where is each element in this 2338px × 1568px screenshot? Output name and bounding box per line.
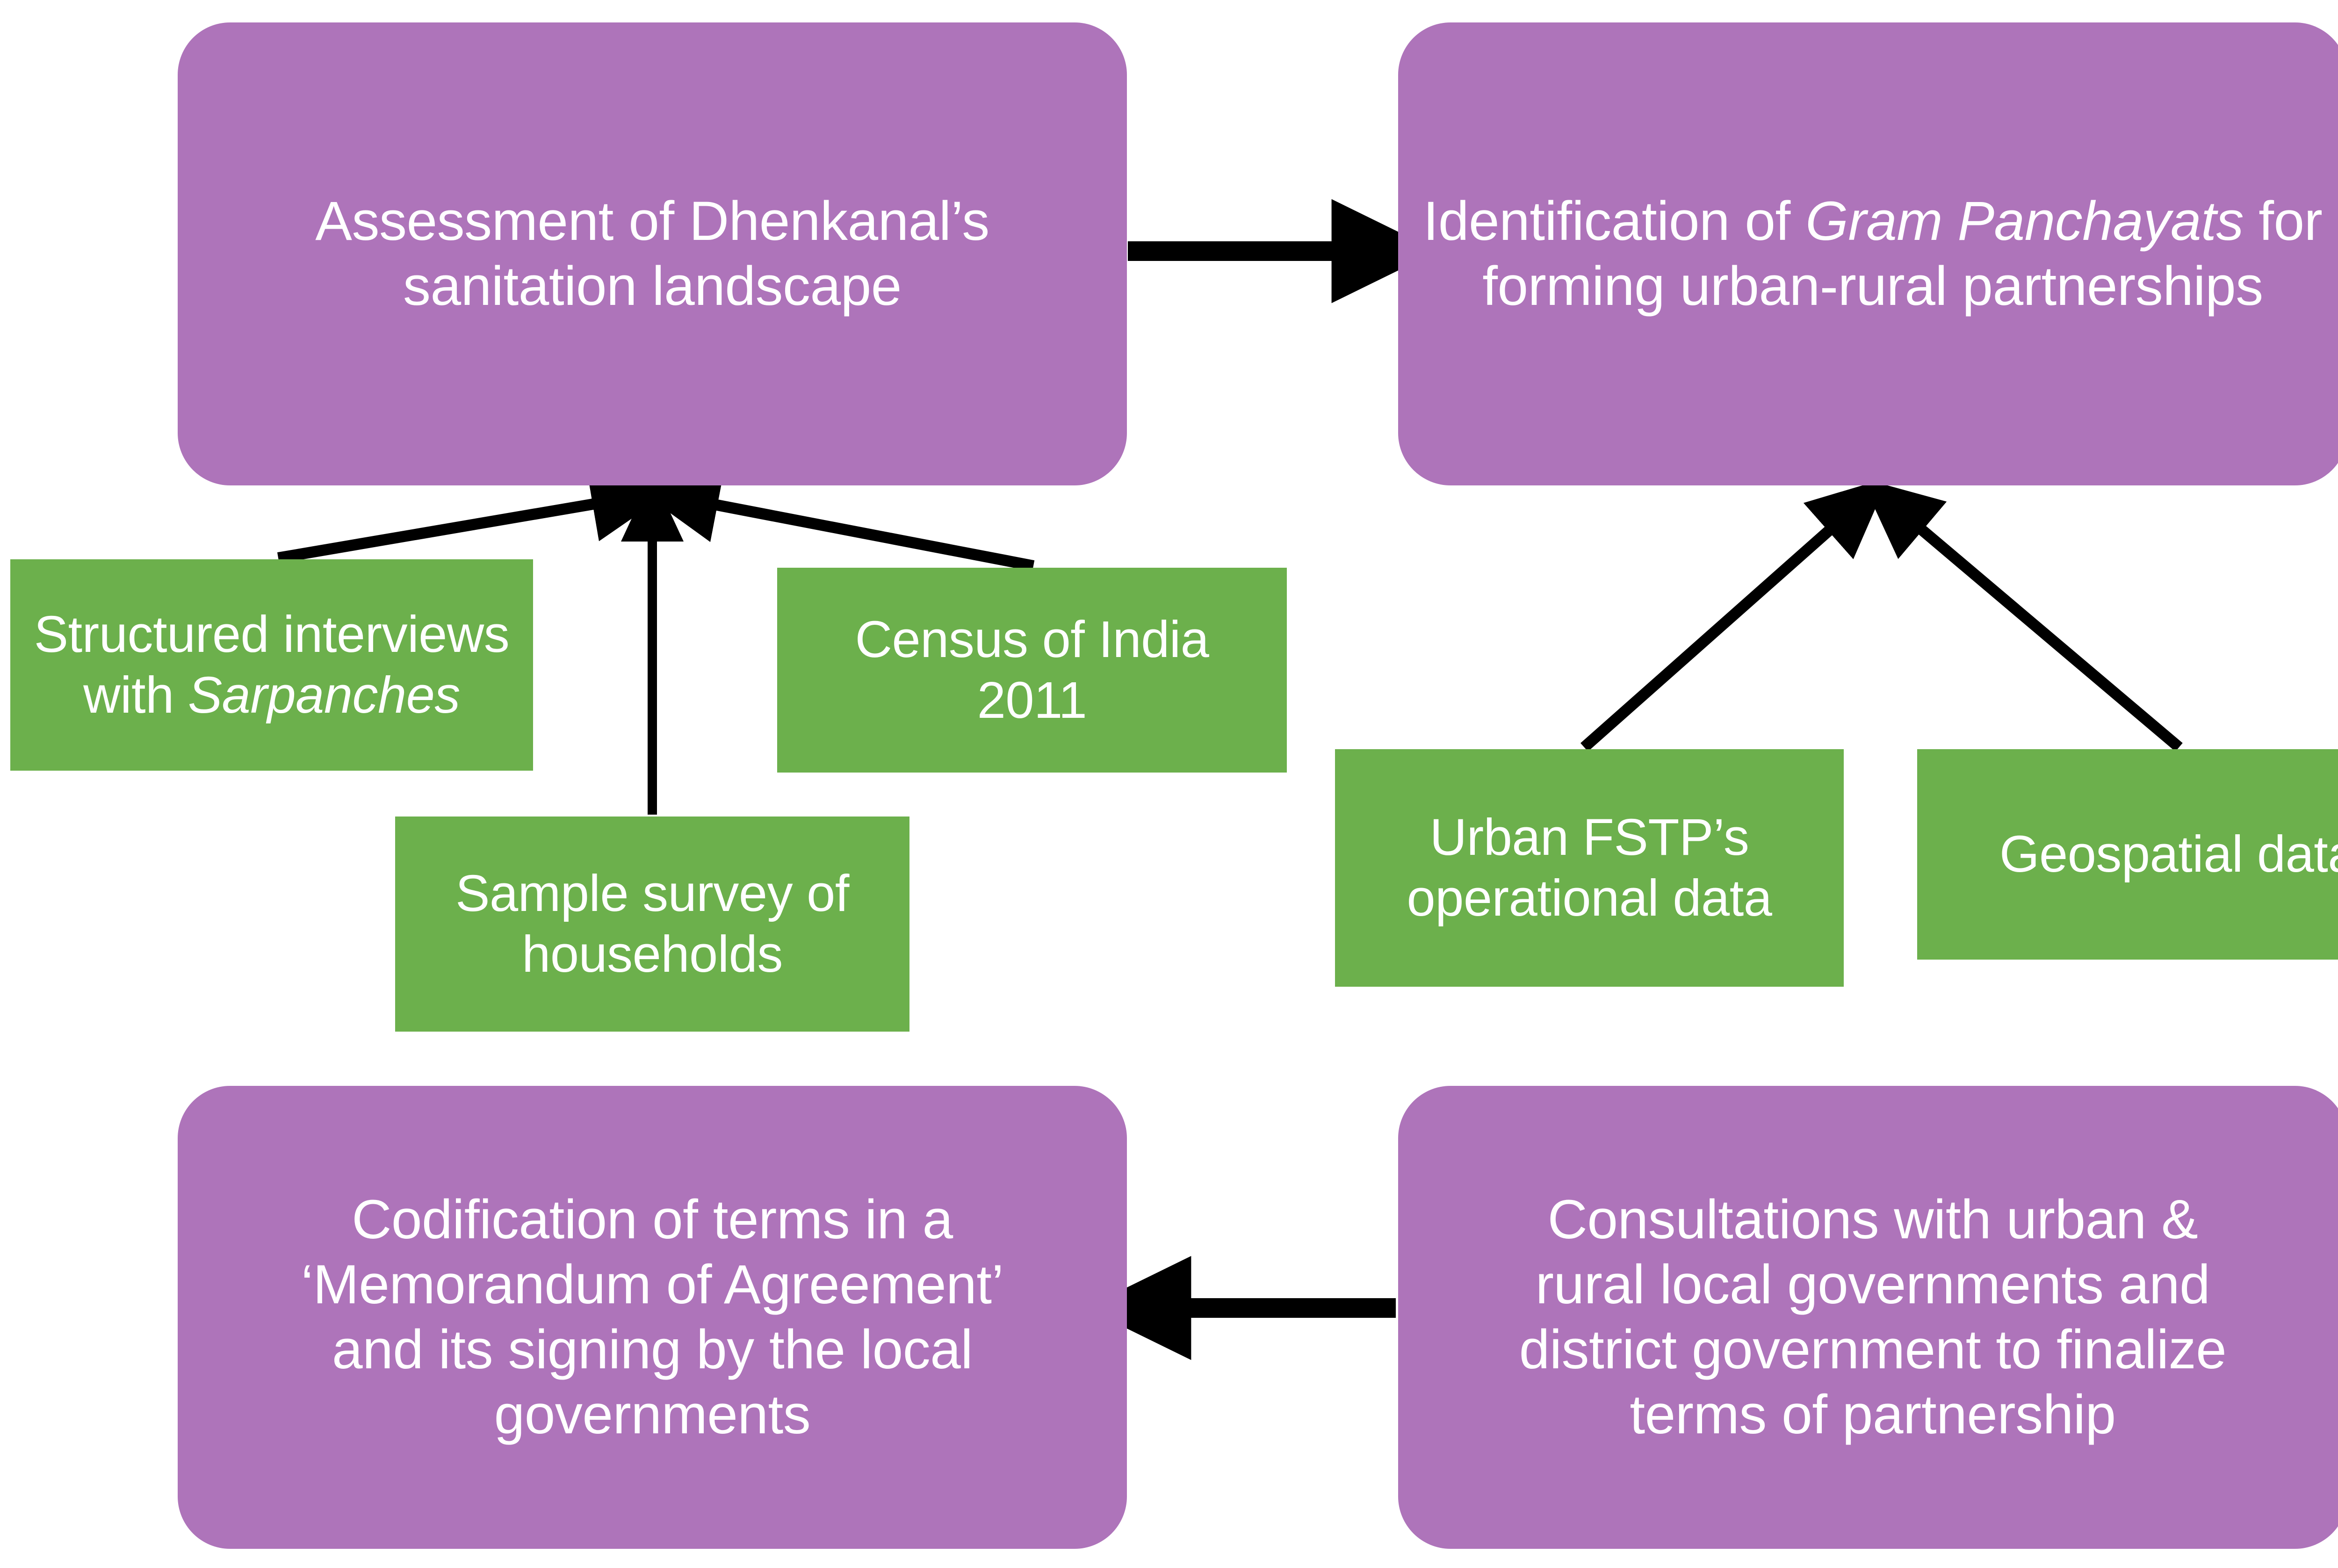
process-node-consultations[interactable]: Consultations with urban & rural local g… [1398, 1086, 2338, 1549]
edge-structured-to-assessment [277, 467, 672, 564]
process-node-assessment-label: Assessment of Dhenkanal’s sanitation lan… [315, 190, 989, 317]
source-node-fstp-data[interactable]: Urban FSTP’s operational data [1335, 749, 1844, 987]
source-node-geospatial[interactable]: Geospatial data [1917, 749, 2338, 960]
edge-census-to-assessment [638, 468, 1035, 571]
process-node-identification[interactable]: Identification of Gram Panchayats for fo… [1398, 22, 2338, 485]
edge-geospatial-to-identification [1861, 478, 2183, 752]
source-node-geospatial-label: Geospatial data [1999, 825, 2338, 883]
identification-text-part-3: for forming urban-rural partnerships [1482, 190, 2323, 317]
process-node-identification-label: Identification of Gram Panchayats for fo… [1411, 189, 2334, 319]
source-node-census[interactable]: Census of India 2011 [777, 568, 1287, 773]
source-node-sample-survey-label: Sample survey of households [455, 865, 849, 983]
source-node-fstp-data-label: Urban FSTP’s operational data [1407, 809, 1772, 927]
process-node-assessment[interactable]: Assessment of Dhenkanal’s sanitation lan… [178, 22, 1127, 485]
identification-text-part-1: Identification of [1423, 190, 1806, 252]
source-node-sample-survey[interactable]: Sample survey of households [395, 817, 909, 1032]
source-node-structured-interviews[interactable]: Structured interviews with Sarpanches [10, 559, 533, 771]
process-node-codification-label: Codification of terms in a ‘Memorandum o… [301, 1188, 1004, 1446]
structured-text-part-1: Structured interviews with [34, 606, 510, 724]
source-node-census-label: Census of India 2011 [855, 611, 1209, 729]
source-node-structured-interviews-label: Structured interviews with Sarpanches [23, 604, 520, 726]
structured-text-part-italic: Sarpanches [188, 666, 461, 724]
identification-text-part-italic: Gram Panchayats [1805, 190, 2244, 252]
edge-fstp-to-identification [1580, 477, 1889, 751]
process-node-consultations-label: Consultations with urban & rural local g… [1519, 1188, 2227, 1446]
process-node-codification[interactable]: Codification of terms in a ‘Memorandum o… [178, 1086, 1127, 1549]
